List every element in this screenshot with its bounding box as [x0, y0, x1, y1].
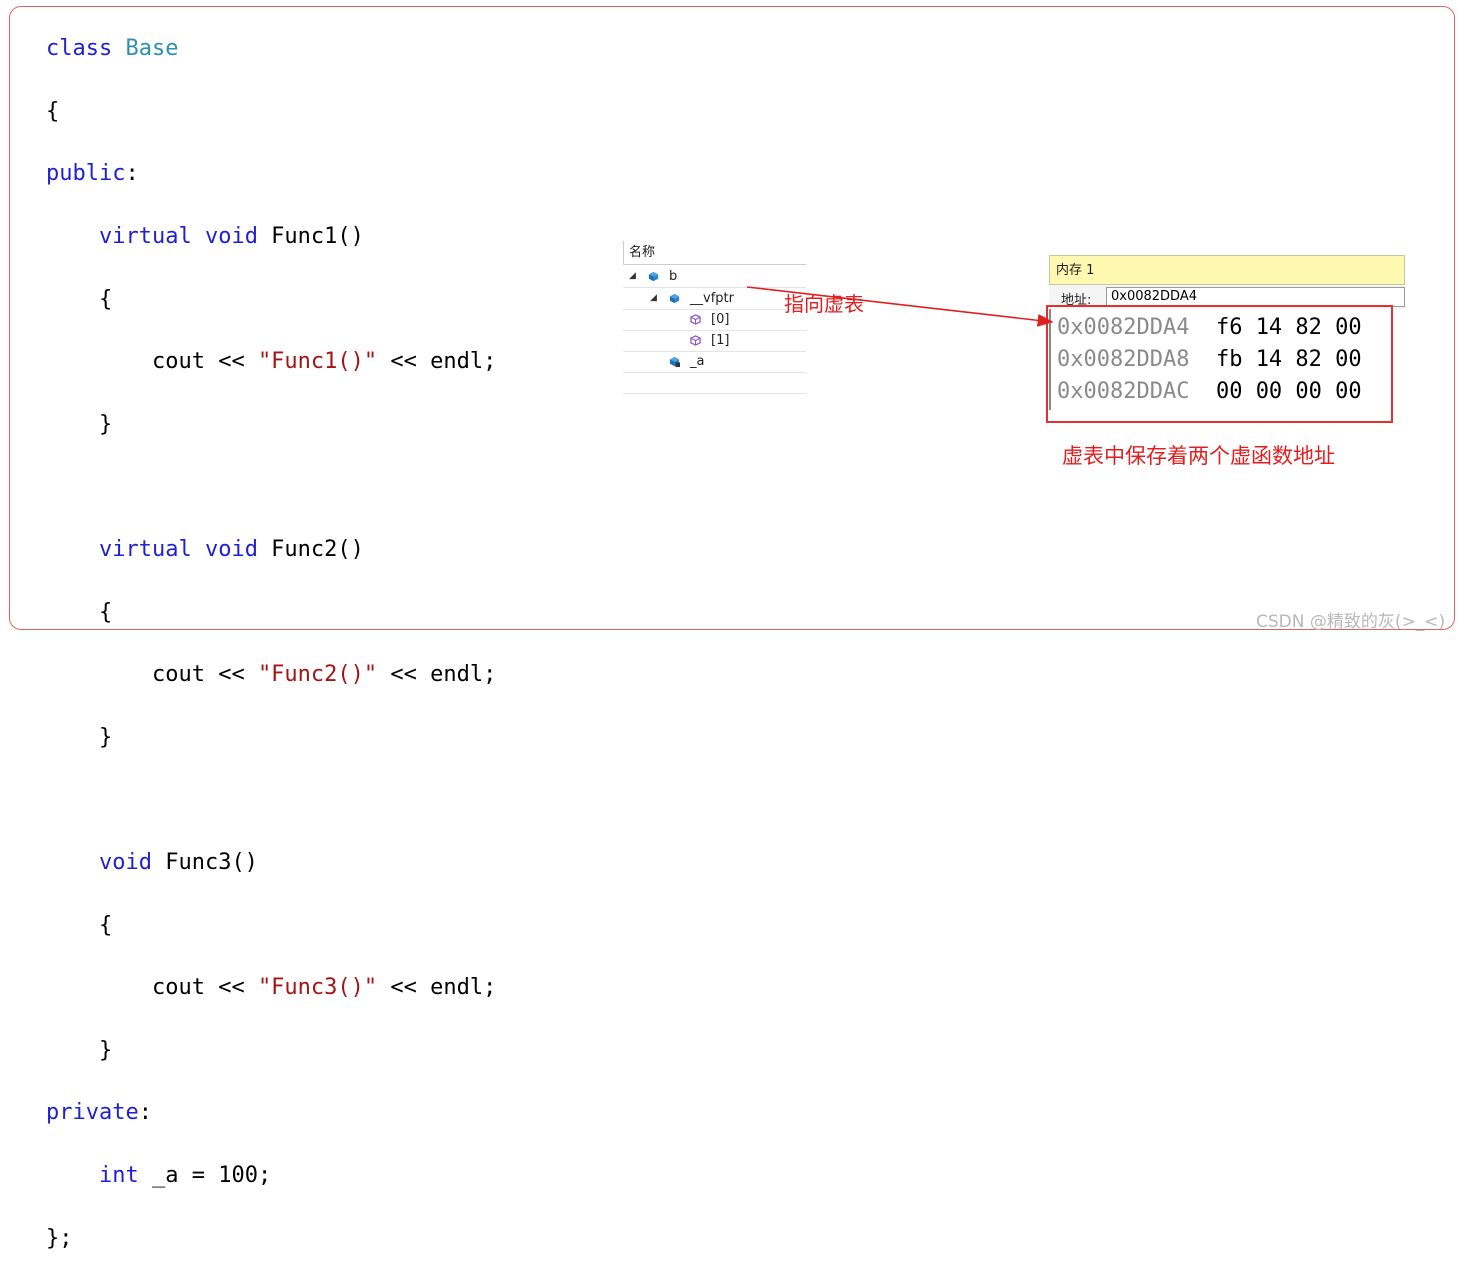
brace: }	[98, 1037, 113, 1063]
watch-row-vfptr[interactable]: ◢ __vfptr	[623, 288, 806, 310]
private-field-icon	[669, 356, 680, 367]
watch-label: [1]	[711, 333, 730, 348]
keyword: class	[46, 36, 113, 62]
code-text: << endl;	[377, 975, 497, 1001]
code-line: };	[46, 1223, 496, 1254]
brace: }	[98, 724, 113, 750]
class-name: Base	[125, 36, 179, 62]
watch-row-0[interactable]: [0]	[623, 309, 806, 331]
code-line: {	[46, 910, 496, 941]
watch-empty-row	[623, 372, 806, 394]
code-text: << endl;	[377, 349, 497, 375]
code-line: private:	[46, 1097, 496, 1128]
memory-bytes: 00 00 00 00	[1215, 379, 1362, 404]
memory-row: 0x0082DDA8 fb 14 82 00	[1057, 347, 1362, 372]
brace: {	[98, 912, 113, 938]
code-line: {	[46, 597, 496, 628]
code-line: void Func3()	[46, 847, 496, 878]
watch-header: 名称	[623, 241, 806, 265]
watch-label: [0]	[711, 312, 730, 327]
string-literal: "Func1()"	[257, 349, 378, 375]
watch-label: __vfptr	[690, 291, 734, 306]
code-line: {	[46, 96, 496, 127]
keyword: int	[98, 1162, 139, 1188]
colon: :	[125, 161, 139, 187]
code-line	[46, 784, 496, 815]
method-icon	[690, 314, 701, 325]
expand-arrow-icon[interactable]: ◢	[650, 293, 657, 303]
function-name: Func2()	[257, 537, 364, 563]
watch-label: _a	[690, 354, 705, 369]
code-line: class Base	[46, 33, 496, 64]
function-name: Func1()	[257, 224, 364, 250]
code-text: _a = 100;	[138, 1162, 272, 1188]
code-line: cout << "Func3()" << endl;	[46, 972, 496, 1003]
brace: };	[46, 1225, 73, 1251]
code-line: virtual void Func1()	[46, 221, 496, 252]
watch-window: 名称 ◢ b ◢ __vfptr [0] [1] _a	[613, 241, 806, 394]
object-icon	[648, 271, 659, 282]
watch-row-1[interactable]: [1]	[623, 330, 806, 352]
address-label: 地址:	[1061, 293, 1092, 308]
keyword: void	[98, 850, 152, 876]
object-icon	[669, 293, 680, 304]
content-frame	[9, 6, 1455, 630]
table-note: 虚表中保存着两个虚函数地址	[1062, 444, 1335, 468]
keyword: private	[46, 1100, 139, 1126]
memory-bytes: fb 14 82 00	[1215, 347, 1362, 372]
memory-address: 0x0082DDAC	[1057, 379, 1190, 404]
brace: }	[98, 411, 113, 437]
keyword: virtual	[98, 537, 192, 563]
memory-window: 内存 1 地址: 0x0082DDA4 0x0082DDA4 f6 14 82 …	[1049, 255, 1407, 410]
code-text: cout <<	[151, 975, 258, 1001]
keyword: void	[204, 537, 258, 563]
code-line: }	[46, 722, 496, 753]
code-line: int _a = 100;	[46, 1160, 496, 1191]
memory-address: 0x0082DDA8	[1057, 347, 1190, 372]
code-line: }	[46, 1035, 496, 1066]
watch-row-b[interactable]: ◢ b	[623, 266, 806, 288]
memory-body: 0x0082DDA4 f6 14 82 00 0x0082DDA8 fb 14 …	[1049, 309, 1407, 410]
code-line: virtual void Func2()	[46, 534, 496, 565]
code-line: {	[46, 284, 496, 315]
code-text: << endl;	[377, 662, 497, 688]
string-literal: "Func2()"	[257, 662, 378, 688]
pointer-label: 指向虚表	[784, 292, 864, 316]
watermark: CSDN @精致的灰(>_<)	[1256, 612, 1446, 632]
code-text: cout <<	[151, 349, 258, 375]
colon: :	[138, 1100, 152, 1126]
code-line: cout << "Func1()" << endl;	[46, 346, 496, 377]
keyword: public	[46, 161, 126, 187]
brace: {	[98, 599, 113, 625]
code-line: public:	[46, 158, 496, 189]
memory-address: 0x0082DDA4	[1057, 315, 1190, 340]
watch-label: b	[669, 269, 678, 284]
expand-arrow-icon[interactable]: ◢	[629, 271, 636, 281]
keyword: virtual	[98, 224, 192, 250]
pointer-arrow	[746, 286, 1054, 327]
string-literal: "Func3()"	[257, 975, 378, 1001]
code-text: cout <<	[151, 662, 258, 688]
memory-window-title: 内存 1	[1049, 255, 1405, 285]
memory-row: 0x0082DDAC 00 00 00 00	[1057, 379, 1362, 404]
memory-bytes: f6 14 82 00	[1215, 315, 1362, 340]
method-icon	[690, 335, 701, 346]
brace: {	[98, 286, 113, 312]
keyword: void	[204, 224, 258, 250]
highlight-box	[1046, 305, 1393, 423]
watch-row-a[interactable]: _a	[623, 351, 806, 373]
function-name: Func3()	[151, 850, 258, 876]
brace: {	[46, 98, 60, 124]
memory-row: 0x0082DDA4 f6 14 82 00	[1057, 315, 1362, 340]
code-line: cout << "Func2()" << endl;	[46, 659, 496, 690]
code-line: }	[46, 409, 496, 440]
